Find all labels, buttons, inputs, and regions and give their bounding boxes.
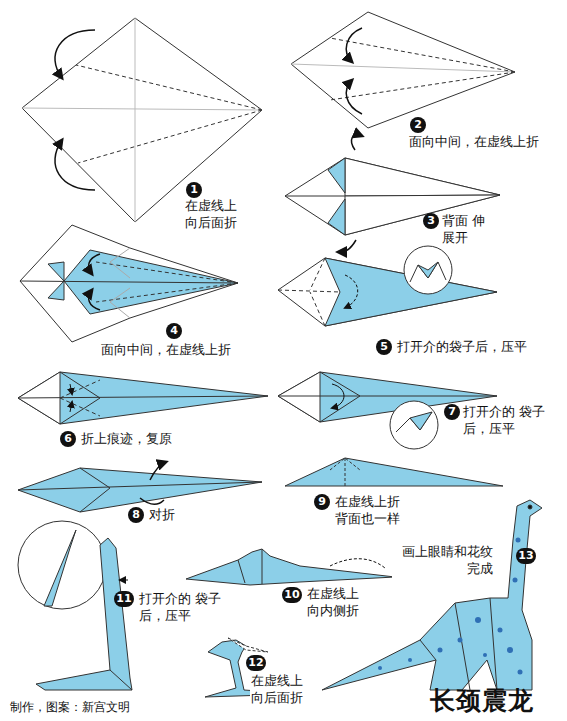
instruction-text: 在虚线上 向内侧折 <box>306 586 372 620</box>
callout-number: 10 <box>282 587 302 603</box>
callout-number: 13 <box>516 548 536 564</box>
callout-number: 4 <box>166 323 182 339</box>
step10-shape <box>186 549 395 585</box>
title: 长颈震龙 <box>430 684 534 718</box>
instruction-text: 在虚线上折 背面也一样 <box>334 494 416 528</box>
step9-shape <box>285 458 503 486</box>
callout-number: 2 <box>410 117 426 133</box>
step2-kite <box>291 12 515 128</box>
instruction-text: 对折 <box>148 507 190 524</box>
instruction-text: 打开介的 袋子后，压平 <box>138 591 224 625</box>
instruction-text: 背面 伸展开 <box>441 213 489 247</box>
callout-number: 7 <box>444 404 460 420</box>
instruction-text: 在虚线上 向后面折 <box>250 673 316 707</box>
callout-number: 8 <box>128 507 144 523</box>
step4-shape <box>20 225 238 342</box>
instruction-text: 打开介的袋子后，压平 <box>396 339 548 356</box>
callout-number: 12 <box>246 655 266 671</box>
step6-shape <box>18 372 268 424</box>
instruction-text: 在虚线上 向后面折 <box>184 198 250 232</box>
step11-shape <box>18 521 132 690</box>
credit-text: 制作，图案：新宫文明 <box>10 700 130 716</box>
callout-number: 6 <box>60 431 76 447</box>
instruction-text: 面向中间，在虚线上折 <box>408 134 560 151</box>
callout-number: 3 <box>423 213 439 229</box>
step3-shape <box>285 135 500 252</box>
callout-number: 1 <box>186 182 202 198</box>
step8-shape <box>18 462 262 512</box>
step5-shape <box>278 246 497 326</box>
callout-number: 9 <box>314 494 330 510</box>
callout-number: 5 <box>376 339 392 355</box>
step1-square <box>22 18 262 222</box>
callout-number: 11 <box>114 591 134 607</box>
instruction-text: 打开介的 袋子后，压平 <box>462 404 548 438</box>
instruction-text: 面向中间，在虚线上折 <box>100 342 252 359</box>
instruction-text: 画上眼睛和花纹 完成 <box>392 544 494 578</box>
instruction-text: 折上痕迹，复原 <box>80 431 202 448</box>
